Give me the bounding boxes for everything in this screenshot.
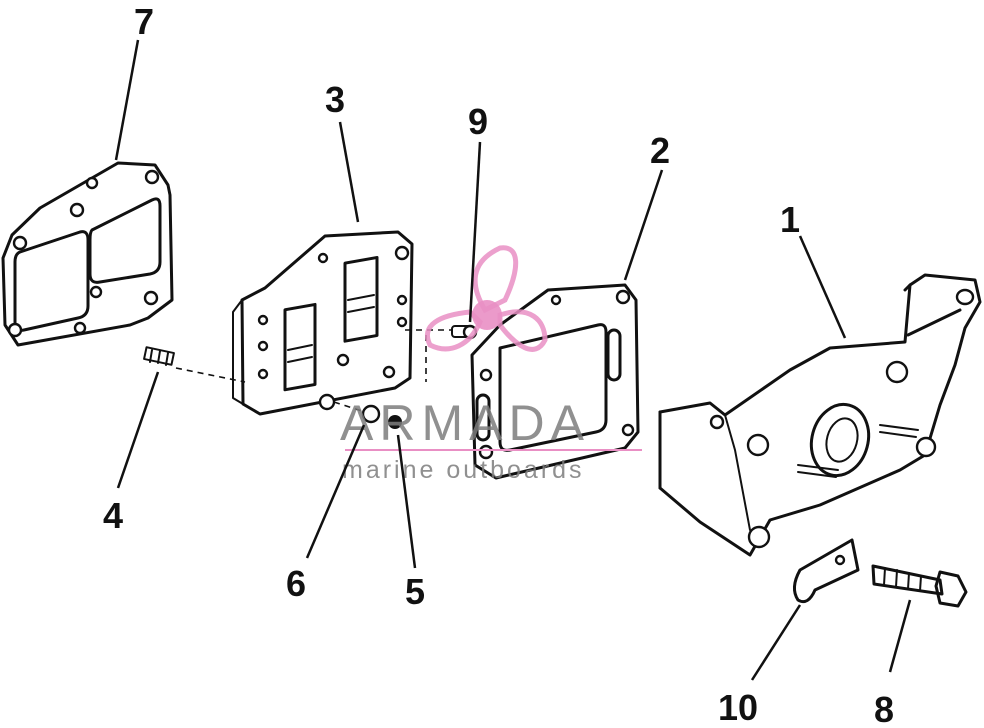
callout-3: 3 xyxy=(325,79,345,120)
part-6-washer xyxy=(361,404,381,424)
callout-4: 4 xyxy=(103,495,123,536)
leader-1 xyxy=(798,235,847,339)
callout-2: 2 xyxy=(650,130,670,171)
callout-5: 5 xyxy=(405,571,425,612)
callout-6: 6 xyxy=(286,563,306,604)
part-1-manifold xyxy=(658,273,982,557)
leader-6 xyxy=(305,424,366,559)
leader-5 xyxy=(396,434,417,569)
callout-9: 9 xyxy=(468,101,488,142)
part-8-bolt xyxy=(871,564,968,608)
propeller-logo-icon xyxy=(425,245,548,352)
leader-3 xyxy=(338,121,360,223)
leader-10 xyxy=(750,604,802,681)
callout-7: 7 xyxy=(134,1,154,42)
callout-8: 8 xyxy=(874,689,894,728)
leader-lines xyxy=(114,39,912,681)
leader-4 xyxy=(116,371,160,489)
leader-7 xyxy=(114,39,140,161)
part-5-nut xyxy=(388,415,402,429)
part-4-screw xyxy=(143,346,175,366)
armada-watermark: ARMADA marine outboards xyxy=(340,245,642,484)
leader-9 xyxy=(468,141,482,323)
leader-2 xyxy=(623,169,664,281)
watermark-tagline: marine outboards xyxy=(342,456,585,484)
part-7-gasket xyxy=(1,161,174,347)
callouts: 1 2 3 4 5 6 7 8 9 10 xyxy=(103,1,894,728)
callout-10: 10 xyxy=(718,687,758,728)
part-2-gasket xyxy=(470,283,640,480)
callout-1: 1 xyxy=(780,199,800,240)
part-10-clip xyxy=(793,538,860,604)
watermark-brand: ARMADA xyxy=(340,395,590,451)
part-3-reed-plate xyxy=(232,230,414,416)
leader-8 xyxy=(888,599,912,673)
